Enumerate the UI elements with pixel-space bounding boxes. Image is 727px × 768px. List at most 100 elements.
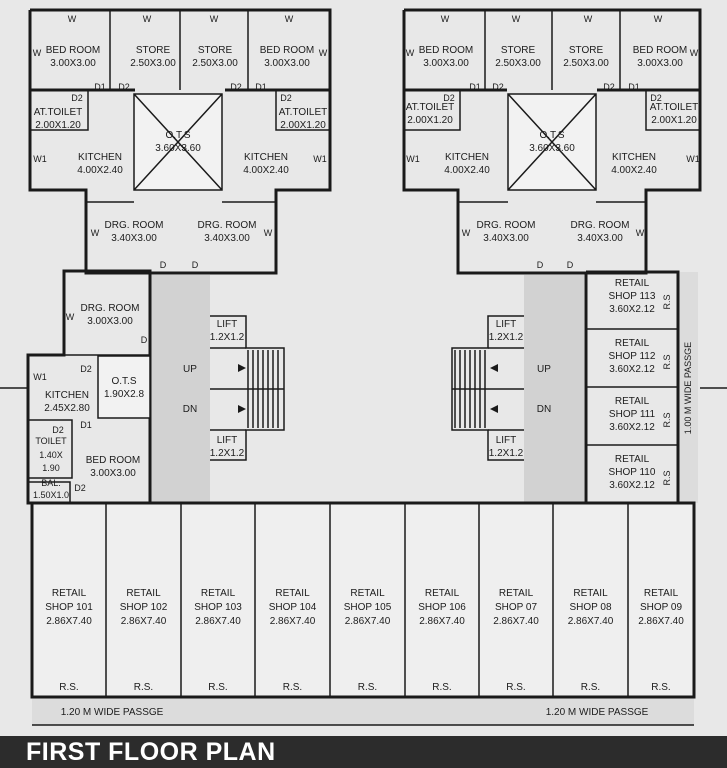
shop-right-2-size: 3.60X2.12 bbox=[609, 422, 655, 433]
ots-small-fill bbox=[98, 356, 150, 418]
tr-drawing-2-name: DRG. ROOM bbox=[571, 220, 630, 231]
lm-balcony-name: BAL. bbox=[41, 478, 61, 488]
shop-right-2-rs: R.S bbox=[662, 412, 672, 427]
marker-door1-24: D1 bbox=[469, 82, 481, 92]
shop-right-1-line1: RETAIL bbox=[615, 338, 650, 349]
shop-bottom-1-size: 2.86X7.40 bbox=[121, 616, 167, 627]
marker-window-32: W bbox=[462, 228, 471, 238]
lm-drawing-name: DRG. ROOM bbox=[81, 303, 140, 314]
tl-toilet-1-name: AT.TOILET bbox=[34, 107, 83, 118]
lift-2-name: LIFT bbox=[217, 435, 238, 446]
marker-window1-30: W1 bbox=[406, 154, 420, 164]
ots-small-box bbox=[97, 355, 151, 419]
tr-store-1-size: 2.50X3.00 bbox=[495, 58, 541, 69]
side-passage bbox=[678, 272, 698, 503]
shop-right-0-rs: R.S bbox=[662, 294, 672, 309]
tr-toilet-1-name: AT.TOILET bbox=[406, 102, 455, 113]
lm-bedroom-name: BED ROOM bbox=[86, 455, 140, 466]
marker-door2-25: D2 bbox=[492, 82, 504, 92]
shop-bottom-7-line2: SHOP 08 bbox=[569, 602, 611, 613]
tl-store-1-size: 2.50X3.00 bbox=[130, 58, 176, 69]
marker-window-19: W bbox=[512, 14, 521, 24]
lm-ots-name: O.T.S bbox=[111, 376, 136, 387]
lift-3-name: LIFT bbox=[496, 319, 517, 330]
ots-tl-box bbox=[133, 93, 223, 191]
marker-window-3: W bbox=[285, 14, 294, 24]
tl-kitchen-1-size: 4.00X2.40 bbox=[77, 165, 123, 176]
shop-bottom-0-line1: RETAIL bbox=[52, 588, 87, 599]
tl-toilet-2-size: 2.00X1.20 bbox=[280, 120, 326, 131]
shop-right-3-line1: RETAIL bbox=[615, 454, 650, 465]
tl-kitchen-2-size: 4.00X2.40 bbox=[243, 165, 289, 176]
shop-bottom-3-rs: R.S. bbox=[283, 682, 302, 693]
tl-kitchen-2-name: KITCHEN bbox=[244, 152, 288, 163]
shops-bottom-dividers bbox=[105, 503, 629, 697]
shop-bottom-7-size: 2.86X7.40 bbox=[568, 616, 614, 627]
shop-right-3-rs: R.S bbox=[662, 470, 672, 485]
shop-bottom-6-line1: RETAIL bbox=[499, 588, 534, 599]
shop-bottom-8-line1: RETAIL bbox=[644, 588, 679, 599]
tr-bedroom-1-size: 3.00X3.00 bbox=[423, 58, 469, 69]
shop-bottom-4-rs: R.S. bbox=[358, 682, 377, 693]
tr-kitchen-2-name: KITCHEN bbox=[612, 152, 656, 163]
flat-tr-kitchen-steps bbox=[457, 190, 647, 203]
shop-right-0-line2: SHOP 113 bbox=[609, 291, 656, 302]
stair-left-arrows bbox=[238, 364, 246, 413]
up-left: UP bbox=[183, 364, 197, 375]
shops-right-dividers bbox=[586, 328, 678, 446]
tl-drawing-2-size: 3.40X3.00 bbox=[204, 233, 250, 244]
tl-drawing-1-size: 3.40X3.00 bbox=[111, 233, 157, 244]
shop-bottom-7-line1: RETAIL bbox=[573, 588, 608, 599]
marker-door2-42: D2 bbox=[74, 483, 86, 493]
shop-bottom-1-rs: R.S. bbox=[134, 682, 153, 693]
tr-drawing-1-size: 3.40X3.00 bbox=[483, 233, 529, 244]
stair-core-left bbox=[150, 275, 210, 502]
shop-bottom-5-size: 2.86X7.40 bbox=[419, 616, 465, 627]
marker-door2-11: D2 bbox=[280, 93, 292, 103]
marker-door2-26: D2 bbox=[603, 82, 615, 92]
marker-door1-27: D1 bbox=[628, 82, 640, 92]
tr-kitchen-1-name: KITCHEN bbox=[445, 152, 489, 163]
marker-door-16: D bbox=[160, 260, 167, 270]
marker-door-37: D bbox=[141, 335, 148, 345]
shop-bottom-6-line2: SHOP 07 bbox=[495, 602, 537, 613]
marker-window-5: W bbox=[319, 48, 328, 58]
flat-tr-partitions bbox=[484, 10, 621, 90]
lm-ots-size: 1.90X2.8 bbox=[104, 389, 144, 400]
shop-bottom-2-line2: SHOP 103 bbox=[194, 602, 242, 613]
marker-door2-7: D2 bbox=[118, 82, 130, 92]
shop-bottom-4-line2: SHOP 105 bbox=[344, 602, 392, 613]
tl-toilet-1-size: 2.00X1.20 bbox=[35, 120, 81, 131]
lm-toilet-name: TOILET bbox=[35, 436, 67, 446]
marker-window1-12: W1 bbox=[33, 154, 47, 164]
shop-bottom-5-line2: SHOP 106 bbox=[418, 602, 466, 613]
shop-bottom-3-line2: SHOP 104 bbox=[269, 602, 317, 613]
shop-bottom-1-line1: RETAIL bbox=[126, 588, 161, 599]
balcony-box bbox=[28, 481, 71, 503]
shop-bottom-0-rs: R.S. bbox=[59, 682, 78, 693]
lm-toilet-size2: 1.90 bbox=[42, 463, 60, 473]
tr-ots-name: O.T.S bbox=[539, 130, 564, 141]
shop-right-3-line2: SHOP 110 bbox=[609, 467, 656, 478]
plan-title: FIRST FLOOR PLAN bbox=[26, 738, 276, 766]
shop-bottom-7-rs: R.S. bbox=[581, 682, 600, 693]
tr-toilet-2-size: 2.00X1.20 bbox=[651, 115, 697, 126]
stair-right-arrows bbox=[490, 364, 498, 413]
marker-door2-10: D2 bbox=[71, 93, 83, 103]
shop-bottom-3-line1: RETAIL bbox=[275, 588, 310, 599]
marker-door-17: D bbox=[192, 260, 199, 270]
tr-drawing-1-name: DRG. ROOM bbox=[477, 220, 536, 231]
toilet-small-box bbox=[28, 419, 73, 479]
lift-3-size: 1.2X1.2 bbox=[489, 332, 524, 343]
lift-1-size: 1.2X1.2 bbox=[210, 332, 245, 343]
marker-door-34: D bbox=[537, 260, 544, 270]
tr-bedroom-1-name: BED ROOM bbox=[419, 45, 473, 56]
tl-bedroom-1-name: BED ROOM bbox=[46, 45, 100, 56]
marker-window1-31: W1 bbox=[686, 154, 700, 164]
shop-right-1-size: 3.60X2.12 bbox=[609, 364, 655, 375]
shop-right-0-size: 3.60X2.12 bbox=[609, 304, 655, 315]
tr-kitchen-2-size: 4.00X2.40 bbox=[611, 165, 657, 176]
lm-bedroom-size: 3.00X3.00 bbox=[90, 468, 136, 479]
shop-bottom-1-line2: SHOP 102 bbox=[120, 602, 168, 613]
bottom-passage bbox=[32, 697, 694, 725]
